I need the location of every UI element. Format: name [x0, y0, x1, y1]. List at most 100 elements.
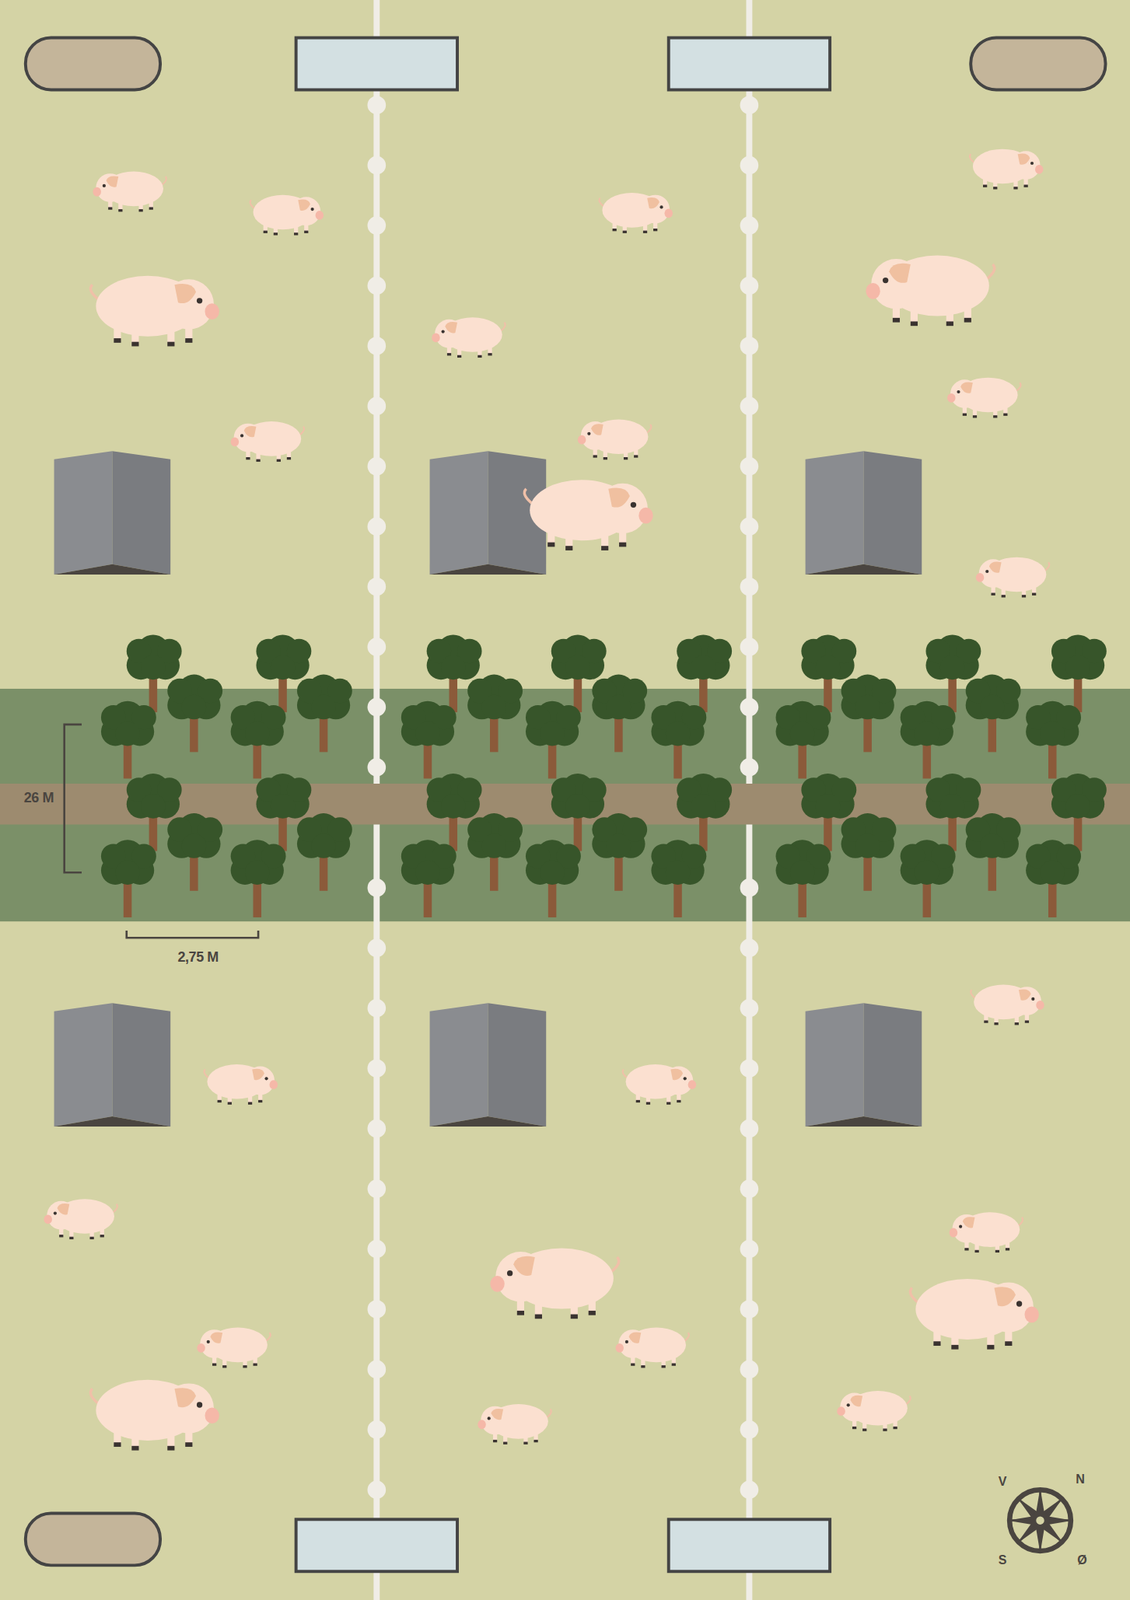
pig [1035, 164, 1044, 175]
pig [196, 1328, 271, 1369]
pig [164, 279, 214, 329]
pig [976, 573, 985, 583]
pig [524, 489, 532, 504]
pig [477, 1404, 552, 1445]
fence [740, 1059, 760, 1078]
pig [608, 488, 630, 508]
pig [1030, 161, 1034, 165]
pig [441, 329, 445, 333]
fence [367, 0, 760, 1600]
pig [523, 1442, 528, 1445]
pig [513, 1256, 536, 1277]
pig [503, 1442, 508, 1445]
tree [244, 860, 270, 886]
tree [415, 860, 441, 886]
pig [577, 435, 587, 445]
fence [745, 0, 753, 784]
pig [276, 459, 281, 462]
pig [1012, 986, 1042, 1016]
pig [131, 1446, 139, 1452]
pig [434, 319, 464, 349]
pig [979, 559, 1008, 588]
tree [467, 813, 523, 892]
tree [140, 655, 166, 681]
fence [740, 1179, 760, 1199]
pig [836, 1406, 846, 1417]
pig [269, 1080, 279, 1090]
pig [640, 195, 670, 224]
pig [90, 1237, 95, 1240]
tree [297, 813, 353, 892]
pig-hut [54, 1003, 172, 1127]
fence [740, 1480, 760, 1500]
pig [149, 206, 154, 210]
tree [790, 721, 816, 747]
pig [196, 1343, 206, 1354]
pig [964, 318, 972, 323]
pig [591, 423, 604, 435]
pig [846, 1403, 851, 1407]
pig [185, 1442, 193, 1448]
pig [622, 1064, 697, 1106]
pig-hut [805, 1116, 923, 1127]
tree [1025, 701, 1082, 780]
pig [106, 175, 119, 187]
pig [234, 423, 263, 453]
fence [740, 878, 760, 898]
pig [102, 184, 106, 188]
pig [162, 176, 167, 186]
pig [659, 205, 663, 209]
pig [946, 321, 954, 326]
fence [740, 1240, 760, 1260]
pig [882, 277, 889, 284]
pig [204, 1407, 219, 1424]
tree [606, 833, 632, 859]
pig [683, 1077, 687, 1081]
pig [242, 1365, 247, 1368]
tree [482, 833, 508, 859]
fence [367, 1360, 387, 1380]
pig [92, 187, 102, 197]
pig [603, 457, 608, 460]
dimension-label: 26 M [24, 790, 54, 807]
compass-rose [1007, 1488, 1073, 1554]
pig [46, 1201, 76, 1231]
pig [580, 421, 610, 451]
tree [676, 773, 732, 852]
tree [900, 839, 956, 918]
tree [440, 655, 466, 681]
pig [167, 342, 175, 347]
tree [665, 721, 691, 747]
pig [993, 415, 998, 418]
fence [367, 939, 387, 959]
pig [495, 1252, 546, 1302]
fence [367, 758, 387, 777]
pig [227, 1102, 232, 1106]
pig [477, 1420, 487, 1430]
pig [1035, 1000, 1045, 1011]
fence [367, 1059, 387, 1078]
pig [240, 433, 244, 438]
pig [623, 457, 628, 460]
pig [970, 985, 1045, 1026]
tree [1051, 773, 1107, 852]
pig [431, 317, 506, 358]
fence [740, 758, 760, 777]
fence [740, 397, 760, 417]
pig [43, 149, 1050, 1452]
pig [43, 1199, 118, 1240]
pig-hut [54, 451, 113, 575]
pig [266, 1332, 271, 1342]
tree [1039, 721, 1065, 747]
dimension-label: 2,75 M [178, 949, 219, 966]
pig [947, 377, 1022, 419]
pig [570, 1315, 578, 1320]
pig [862, 1429, 867, 1432]
pig [989, 562, 1002, 574]
pig [300, 426, 305, 436]
pig [311, 207, 315, 211]
pig [500, 322, 505, 332]
pig [185, 338, 193, 343]
pig [956, 390, 960, 394]
